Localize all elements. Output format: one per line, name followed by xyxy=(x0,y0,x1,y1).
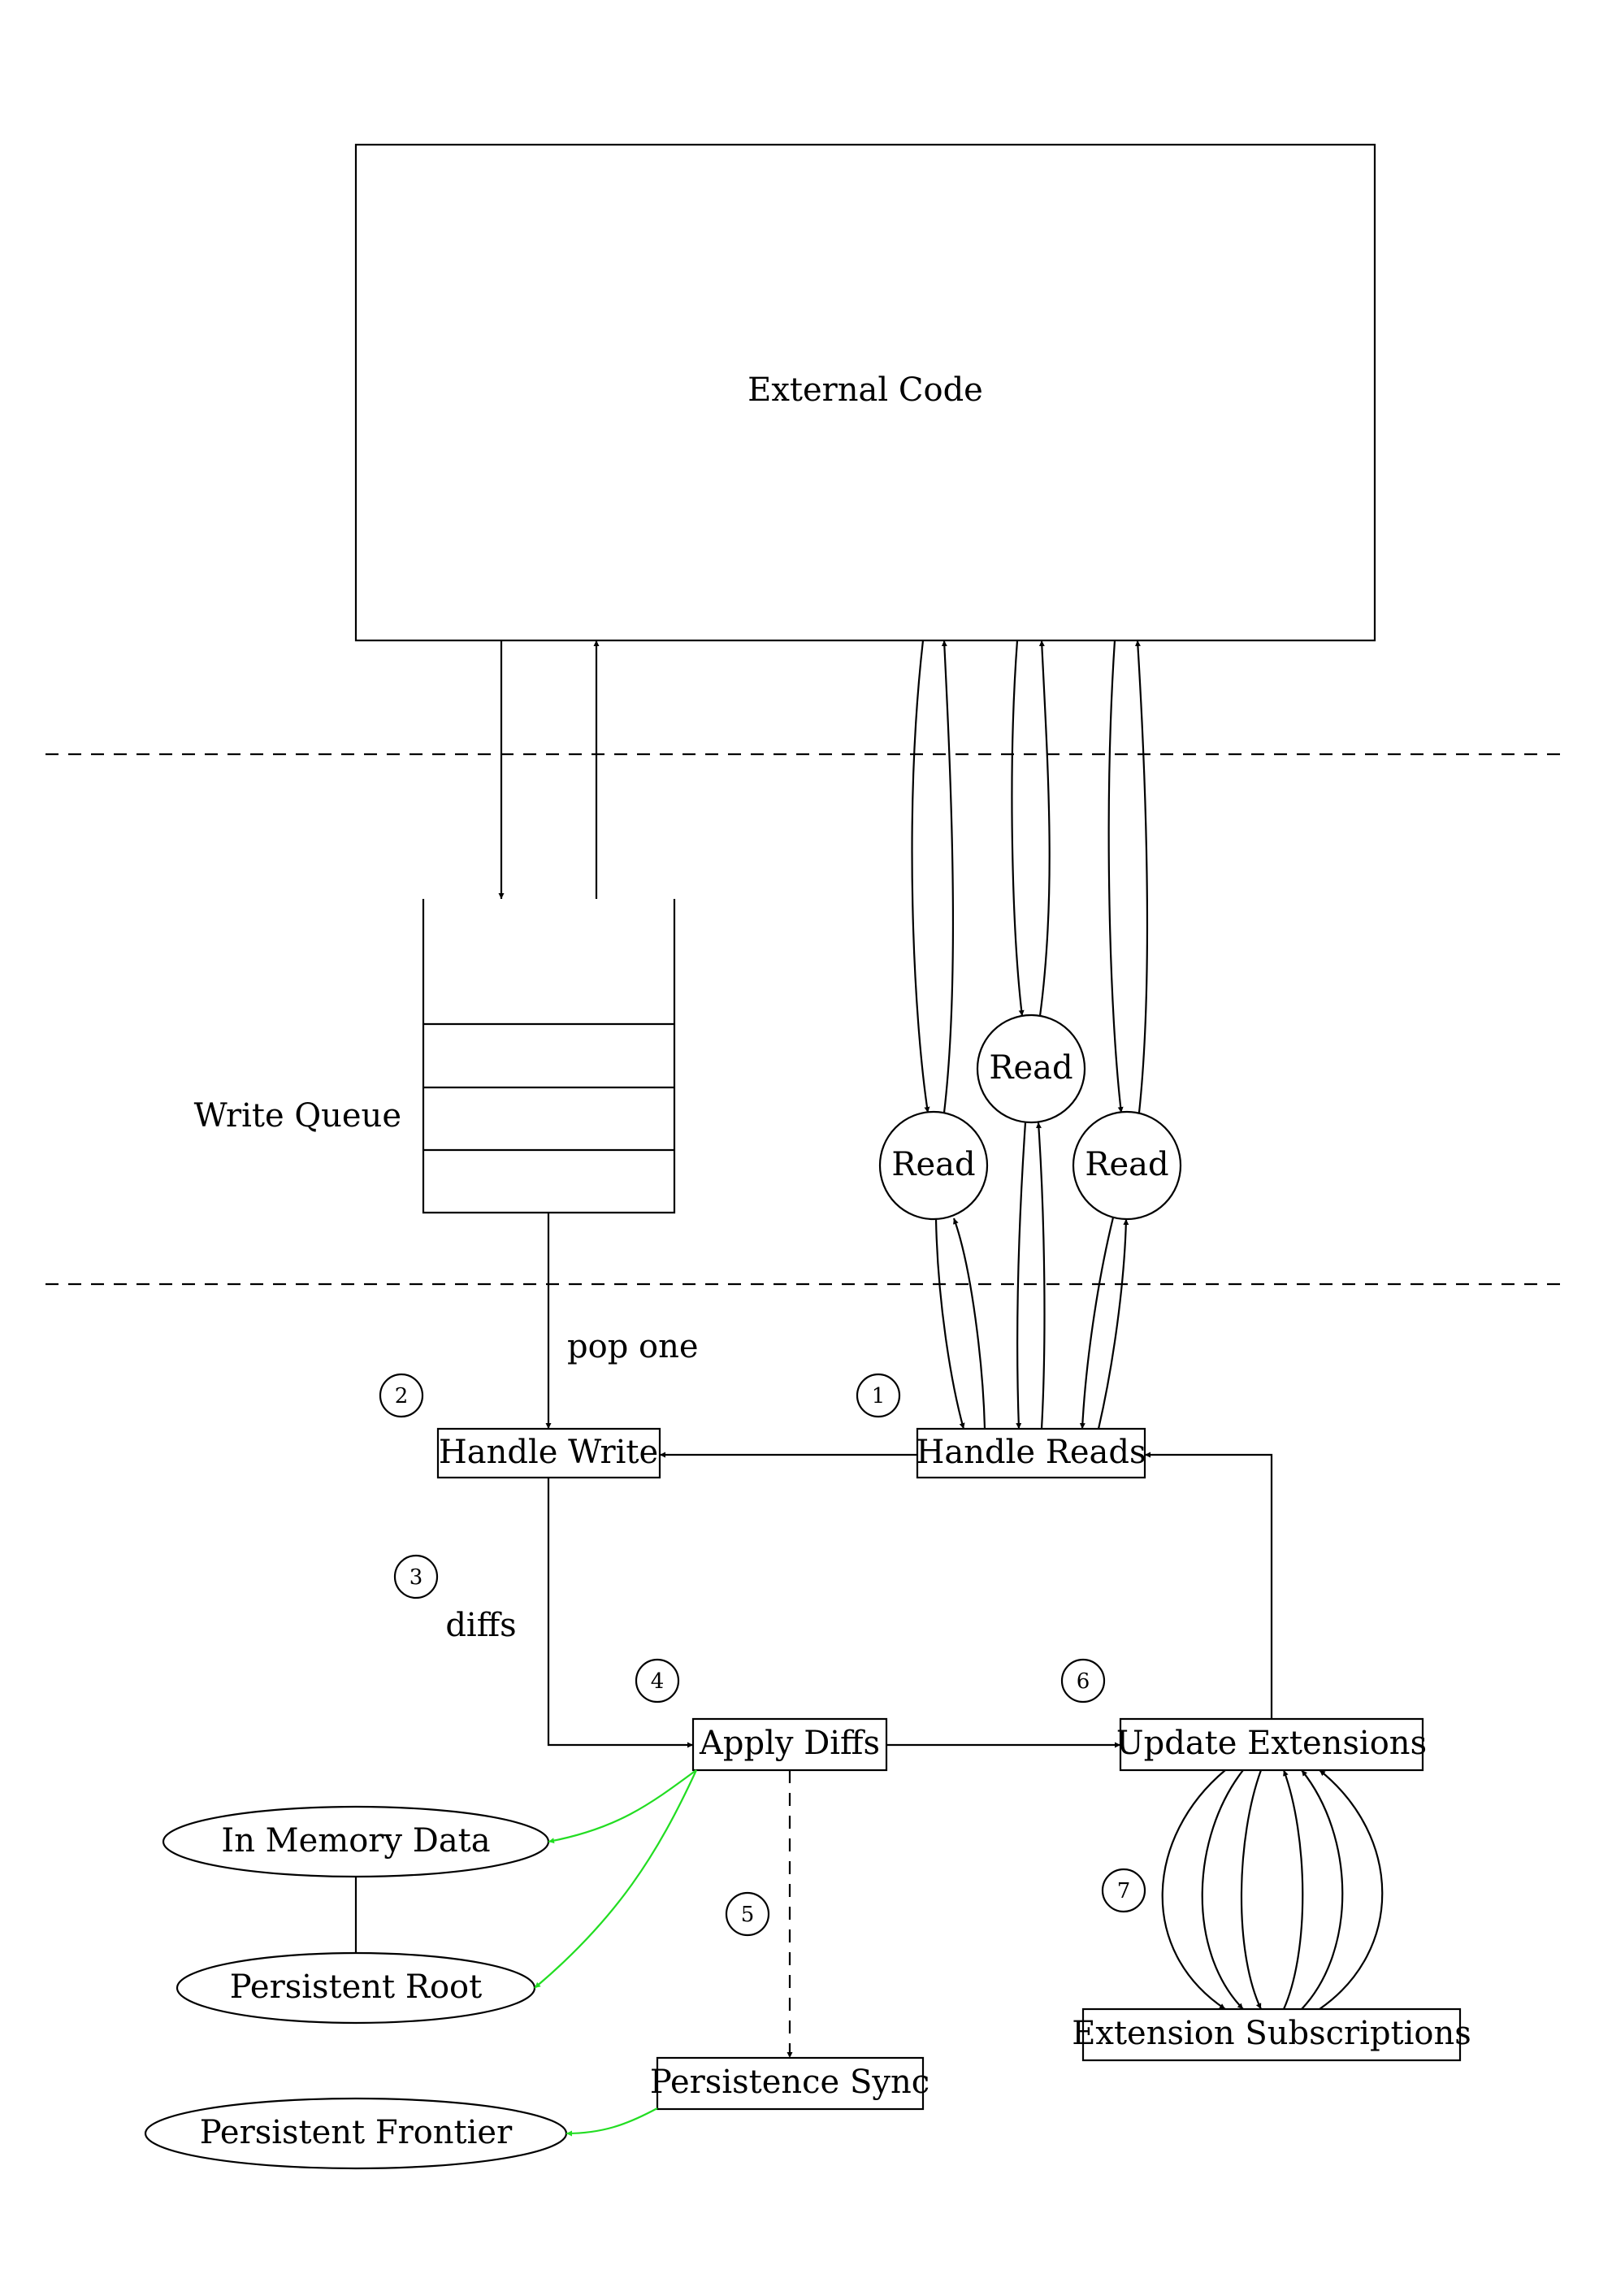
external-code-label: External Code xyxy=(748,371,983,409)
step-badge-5: 5 xyxy=(725,1891,770,1937)
diffs-label: diffs xyxy=(445,1607,516,1644)
svg-text:7: 7 xyxy=(1117,1879,1131,1903)
edge-subscription-to-update-1 xyxy=(1282,1769,1304,2010)
update-extensions-label: Update Extensions xyxy=(1116,1725,1427,1762)
edge-read-a-to-external xyxy=(941,640,955,1113)
edge-handle-reads-to-read-a xyxy=(952,1217,986,1430)
edge-handle-reads-to-read-b xyxy=(1035,1122,1046,1430)
edge-read-c-to-external xyxy=(1134,640,1149,1113)
svg-text:1: 1 xyxy=(872,1384,886,1408)
read-node-a: Read xyxy=(878,1110,989,1221)
read-node-b: Read xyxy=(976,1013,1086,1124)
edge-persistence-sync-to-frontier xyxy=(566,2107,658,2137)
extension-subscriptions-label: Extension Subscriptions xyxy=(1072,2015,1471,2052)
handle-write-label: Handle Write xyxy=(439,1434,658,1471)
read-node-c: Read xyxy=(1072,1110,1182,1221)
read-a-label: Read xyxy=(891,1146,975,1183)
in-memory-data-label: In Memory Data xyxy=(221,1822,490,1860)
edge-update-to-subscription-2 xyxy=(1201,1769,1244,2010)
external-code-node: External Code xyxy=(354,143,1376,642)
step-badge-6: 6 xyxy=(1060,1658,1106,1704)
persistent-frontier-label: Persistent Frontier xyxy=(200,2114,513,2151)
handle-reads-label: Handle Reads xyxy=(916,1434,1146,1471)
write-queue-label: Write Queue xyxy=(194,1097,401,1135)
handle-write-node: Handle Write xyxy=(436,1427,661,1479)
svg-text:3: 3 xyxy=(410,1565,423,1590)
read-b-label: Read xyxy=(989,1049,1072,1087)
persistent-root-label: Persistent Root xyxy=(230,1968,482,2006)
edge-read-a-to-handle-reads xyxy=(934,1218,965,1430)
svg-text:5: 5 xyxy=(741,1903,755,1927)
step-badge-4: 4 xyxy=(635,1658,680,1704)
svg-text:4: 4 xyxy=(651,1669,665,1694)
edge-read-b-to-external xyxy=(1038,640,1051,1017)
step-badge-7: 7 xyxy=(1101,1868,1146,1913)
edge-subscription-to-update-3 xyxy=(1319,1769,1384,2010)
persistence-sync-label: Persistence Sync xyxy=(650,2064,930,2101)
apply-diffs-label: Apply Diffs xyxy=(699,1725,880,1762)
in-memory-data-node: In Memory Data xyxy=(162,1805,550,1878)
svg-text:6: 6 xyxy=(1077,1669,1090,1694)
edge-external-to-read-c xyxy=(1107,640,1124,1113)
svg-text:2: 2 xyxy=(395,1384,409,1408)
update-extensions-node: Update Extensions xyxy=(1116,1717,1427,1772)
edge-apply-diffs-to-in-memory-data xyxy=(548,1769,697,1844)
step-badge-1: 1 xyxy=(856,1373,901,1418)
edge-subscription-to-update-2 xyxy=(1301,1769,1344,2010)
edge-external-to-read-b xyxy=(1011,640,1025,1017)
edge-read-c-to-handle-reads xyxy=(1079,1217,1115,1430)
edge-handle-write-to-apply-diffs xyxy=(547,1478,693,1748)
edge-handle-reads-to-read-c xyxy=(1097,1218,1129,1430)
edge-read-b-to-handle-reads xyxy=(1016,1122,1027,1430)
read-c-label: Read xyxy=(1085,1146,1168,1183)
edge-update-to-subscription-1 xyxy=(1161,1769,1226,2010)
step-badge-2: 2 xyxy=(379,1373,424,1418)
edge-apply-diffs-to-persistent-root xyxy=(534,1769,697,1989)
write-queue-node xyxy=(422,899,676,1214)
persistent-frontier-node: Persistent Frontier xyxy=(144,2097,568,2170)
persistent-root-node: Persistent Root xyxy=(176,1951,536,2025)
edge-external-to-read-a xyxy=(911,640,930,1113)
pop-one-label: pop one xyxy=(567,1328,699,1365)
edge-update-to-subscription-3 xyxy=(1240,1769,1263,2010)
step-badge-3: 3 xyxy=(393,1554,439,1599)
persistence-sync-node: Persistence Sync xyxy=(650,2056,930,2111)
edge-update-extensions-to-handle-reads xyxy=(1145,1452,1273,1719)
apply-diffs-node: Apply Diffs xyxy=(691,1717,888,1772)
extension-subscriptions-node: Extension Subscriptions xyxy=(1072,2007,1471,2062)
handle-reads-node: Handle Reads xyxy=(916,1427,1146,1479)
